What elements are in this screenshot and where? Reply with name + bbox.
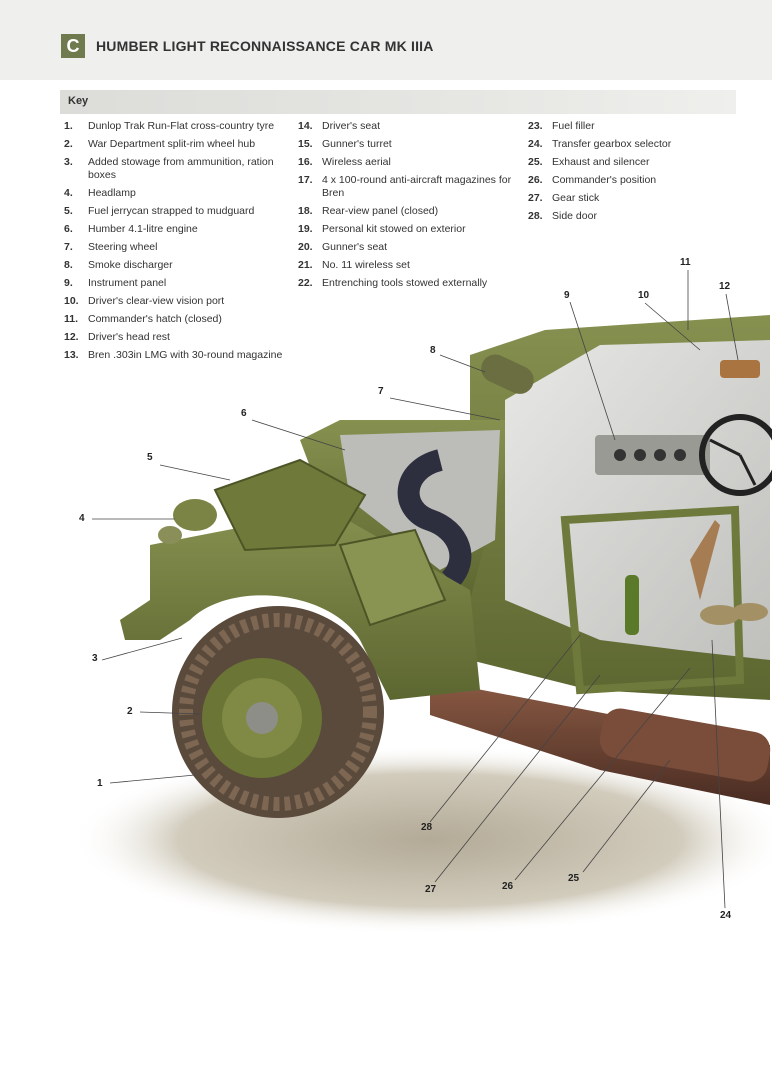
key-item: 3.Added stowage from ammunition, ration … [64, 156, 274, 181]
key-item: 24.Transfer gearbox selector [528, 138, 672, 150]
key-item: 2.War Department split-rim wheel hub [64, 138, 256, 150]
smoke-discharger [481, 354, 534, 394]
key-band [60, 90, 736, 114]
header-band [0, 0, 772, 80]
key-item: 13.Bren .303in LMG with 30-round magazin… [64, 349, 283, 361]
callout-3: 3 [92, 653, 98, 664]
key-item: 10.Driver's clear-view vision port [64, 295, 225, 307]
callout-26: 26 [502, 881, 514, 892]
key-item: 14.Driver's seat [298, 120, 381, 132]
callout-25: 25 [568, 873, 580, 884]
silencer [599, 708, 771, 782]
callout-1: 1 [97, 778, 103, 789]
fuel-bottle [625, 575, 639, 635]
plate-title: HUMBER LIGHT RECONNAISSANCE CAR MK IIIA [96, 38, 434, 54]
key-item: 7.Steering wheel [64, 241, 158, 253]
key-item: 4.Headlamp [64, 187, 136, 199]
stowage-box [338, 528, 447, 627]
key-item: 11.Commander's hatch (closed) [64, 313, 222, 325]
callout-11: 11 [680, 257, 691, 268]
head-rest [720, 360, 760, 378]
key-column-3: 23.Fuel filler 24.Transfer gearbox selec… [528, 120, 728, 228]
callout-4: 4 [79, 513, 85, 524]
key-item: 16.Wireless aerial [298, 156, 391, 168]
headlamp [173, 499, 217, 531]
callout-9: 9 [564, 290, 570, 301]
key-item: 1.Dunlop Trak Run-Flat cross-country tyr… [64, 120, 275, 132]
callout-7: 7 [378, 386, 384, 397]
key-item: 18.Rear-view panel (closed) [298, 205, 439, 217]
callout-27: 27 [425, 884, 437, 895]
key-item: 25.Exhaust and silencer [528, 156, 650, 168]
key-item: 8.Smoke discharger [64, 259, 173, 271]
engine-hose [397, 449, 472, 588]
side-door [560, 505, 745, 695]
plate-badge: C [61, 34, 85, 58]
key-item: 17.4 x 100-round anti-aircraft magazines… [298, 174, 512, 199]
key-column-2: 14.Driver's seat 15.Gunner's turret 16.W… [298, 120, 518, 295]
key-item: 20.Gunner's seat [298, 241, 388, 253]
key-item: 26.Commander's position [528, 174, 657, 186]
callout-8: 8 [430, 345, 436, 356]
callout-24: 24 [720, 910, 732, 921]
seat-1 [700, 605, 740, 625]
callout-2: 2 [127, 706, 133, 717]
key-item: 12.Driver's head rest [64, 331, 170, 343]
key-item: 23.Fuel filler [528, 120, 595, 132]
callout-10: 10 [638, 290, 650, 301]
callout-6: 6 [241, 408, 247, 419]
key-item: 28.Side door [528, 210, 597, 222]
callout-lines [92, 270, 739, 909]
callout-28: 28 [421, 822, 433, 833]
key-label: Key [68, 95, 89, 107]
gear-stick [690, 520, 720, 600]
callout-12: 12 [719, 281, 731, 292]
key-item: 22.Entrenching tools stowed externally [298, 277, 488, 289]
instrument-panel [595, 435, 710, 475]
key-item: 9.Instrument panel [64, 277, 167, 289]
key-item: 19.Personal kit stowed on exterior [298, 223, 466, 235]
key-item: 15.Gunner's turret [298, 138, 392, 150]
key-item: 5.Fuel jerrycan strapped to mudguard [64, 205, 255, 217]
key-item: 27.Gear stick [528, 192, 600, 204]
key-item: 21.No. 11 wireless set [298, 259, 410, 271]
seat-2 [732, 603, 768, 621]
jerrycan [213, 458, 367, 552]
steering-wheel [699, 414, 772, 496]
key-column-1: 1.Dunlop Trak Run-Flat cross-country tyr… [64, 120, 289, 367]
key-item: 6.Humber 4.1-litre engine [64, 223, 198, 235]
callout-5: 5 [147, 452, 153, 463]
